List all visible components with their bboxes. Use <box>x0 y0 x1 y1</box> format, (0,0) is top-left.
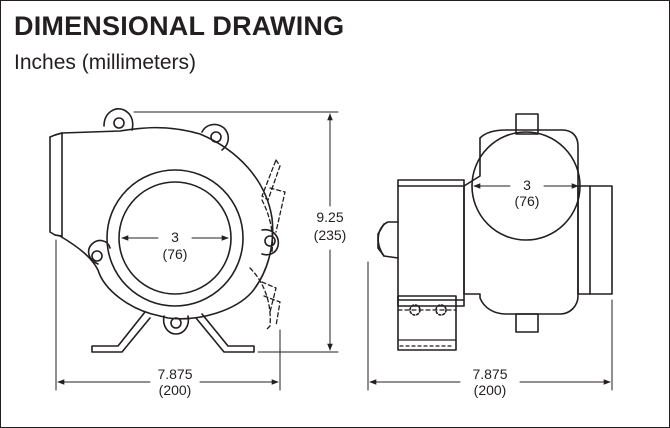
right-foot <box>195 313 255 353</box>
mounting-ear-right <box>201 123 230 151</box>
blower-side-view <box>49 108 286 353</box>
swing-bracket <box>261 159 286 327</box>
left-foot <box>91 311 151 353</box>
height-mm: (235) <box>314 227 347 243</box>
top-neck <box>515 113 539 135</box>
units-subtitle: Inches (millimeters) <box>14 51 197 74</box>
mounting-hole-left <box>91 250 103 262</box>
right-inlet-mm: (76) <box>515 193 540 209</box>
housing-body <box>463 129 579 315</box>
right-width-inches: 7.875 <box>472 366 507 382</box>
mounting-ear-lower <box>261 228 280 256</box>
blower-front-view <box>377 113 613 351</box>
left-width-inches: 7.875 <box>157 366 192 382</box>
mounting-hole-bottom <box>170 317 182 329</box>
front-inlet-ring <box>471 131 581 241</box>
inlet-ring <box>118 181 232 295</box>
motor-body <box>397 179 465 307</box>
mounting-ear-top <box>103 108 134 131</box>
mounting-plate <box>397 295 457 351</box>
mounting-ear-bottom <box>162 315 190 335</box>
outlet-flange <box>577 185 613 295</box>
mounting-hole-top <box>113 117 125 129</box>
right-width-mm: (200) <box>474 382 507 398</box>
inlet-outer-ring <box>106 169 244 307</box>
page-title: DIMENSIONAL DRAWING <box>14 11 345 41</box>
left-width-mm: (200) <box>159 382 192 398</box>
left-outlet-mm: (76) <box>163 246 188 262</box>
mounting-hole-right <box>210 131 222 143</box>
right-inlet-inches: 3 <box>523 177 531 193</box>
mounting-hole-lower <box>264 235 276 247</box>
height-inches: 9.25 <box>316 209 343 225</box>
bottom-neck <box>515 313 539 333</box>
left-outlet-inches: 3 <box>171 229 179 245</box>
blower-housing <box>49 126 274 320</box>
